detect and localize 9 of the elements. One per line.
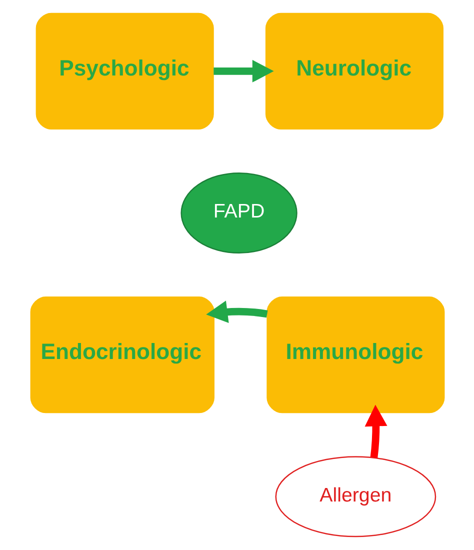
node-box: Neurologic bbox=[264, 12, 443, 130]
node-ellipse: Allergen bbox=[274, 456, 436, 538]
arrow bbox=[213, 60, 274, 82]
node-box: Endocrinologic bbox=[30, 296, 214, 414]
node-box: Immunologic bbox=[266, 296, 444, 414]
arrow bbox=[364, 404, 387, 458]
node-box: Psychologic bbox=[35, 12, 214, 130]
node-ellipse: FAPD bbox=[180, 172, 297, 254]
arrow bbox=[206, 300, 268, 323]
